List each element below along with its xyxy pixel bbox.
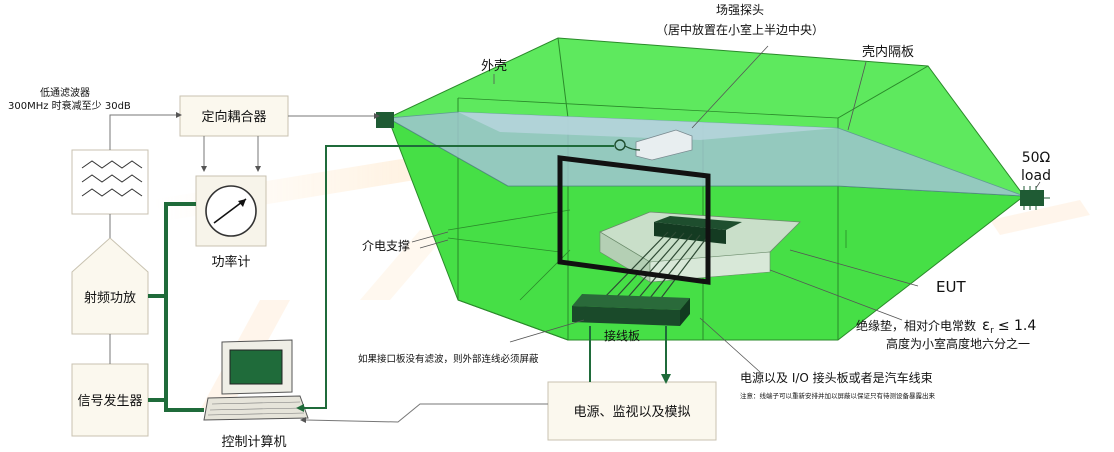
- dielectric-support-label: 介电支撑: [362, 238, 410, 253]
- leader-lines: [411, 45, 1041, 373]
- sig-gen-box: [71, 363, 149, 437]
- rf-amp-box: [71, 237, 149, 335]
- epsilon-symbol: ε: [982, 316, 990, 334]
- interface-board: [572, 294, 690, 326]
- pad-label-suffix: ≤ 1.4: [998, 318, 1037, 334]
- pad-label-line2: 高度为小室高度地六分之一: [886, 336, 1030, 351]
- support-box: [547, 381, 717, 441]
- control-pc-label: 控制计算机: [221, 435, 286, 450]
- lowpass-label-2: 300MHz 时衰减至少 30dB: [8, 99, 131, 112]
- tem-cell: [376, 37, 1050, 341]
- coupler-box: [179, 95, 289, 137]
- load-connector-icon: [1020, 186, 1050, 210]
- rf-amp-label: 射频功放: [84, 290, 136, 306]
- eut-label: EUT: [936, 278, 966, 296]
- lowpass-filter-icon: [81, 160, 143, 197]
- lowpass-filter: [71, 149, 149, 215]
- filter-note: 如果接口板没有滤波，则外部连线必须屏蔽: [358, 353, 539, 365]
- power-meter-label: 功率计: [211, 254, 250, 270]
- probe-note: （居中放置在小室上半边中央）: [656, 22, 824, 37]
- power-meter: [195, 175, 267, 247]
- power-io-note: 电源以及 I/O 接头板或者是汽车线束: [740, 370, 933, 385]
- interface-board-label: 接线板: [604, 328, 640, 343]
- sig-gen-label: 信号发生器: [77, 393, 142, 409]
- load-word: load: [1021, 168, 1051, 184]
- pad-label-line1: 绝缘垫，相对介电常数 εr ≤ 1.4: [856, 316, 1036, 336]
- field-probe-icon: [614, 129, 693, 161]
- connector-icon: [376, 112, 394, 128]
- connection-lines: [109, 112, 671, 423]
- power-meter-dial-icon: [205, 185, 257, 237]
- coupler-label: 定向耦合器: [201, 109, 266, 125]
- load-value: 50Ω: [1022, 150, 1051, 166]
- computer-icon: [203, 339, 309, 421]
- small-note: 注意：线端子可以重新安排并加以屏蔽以保证只有待测设备暴露出来: [740, 391, 936, 400]
- probe-title: 场强探头: [716, 3, 764, 17]
- shell-label: 外壳: [481, 59, 507, 74]
- support-box-label: 电源、监视以及模拟: [573, 405, 690, 420]
- septum-label: 壳内隔板: [862, 44, 914, 60]
- diagram-labels: 低通滤波器 300MHz 时衰减至少 30dB 定向耦合器 功率计 射频功放 信…: [8, 3, 1051, 450]
- epsilon-subscript: r: [990, 326, 994, 336]
- pad-label-prefix: 绝缘垫，相对介电常数: [856, 318, 976, 333]
- lowpass-label-1: 低通滤波器: [40, 86, 90, 99]
